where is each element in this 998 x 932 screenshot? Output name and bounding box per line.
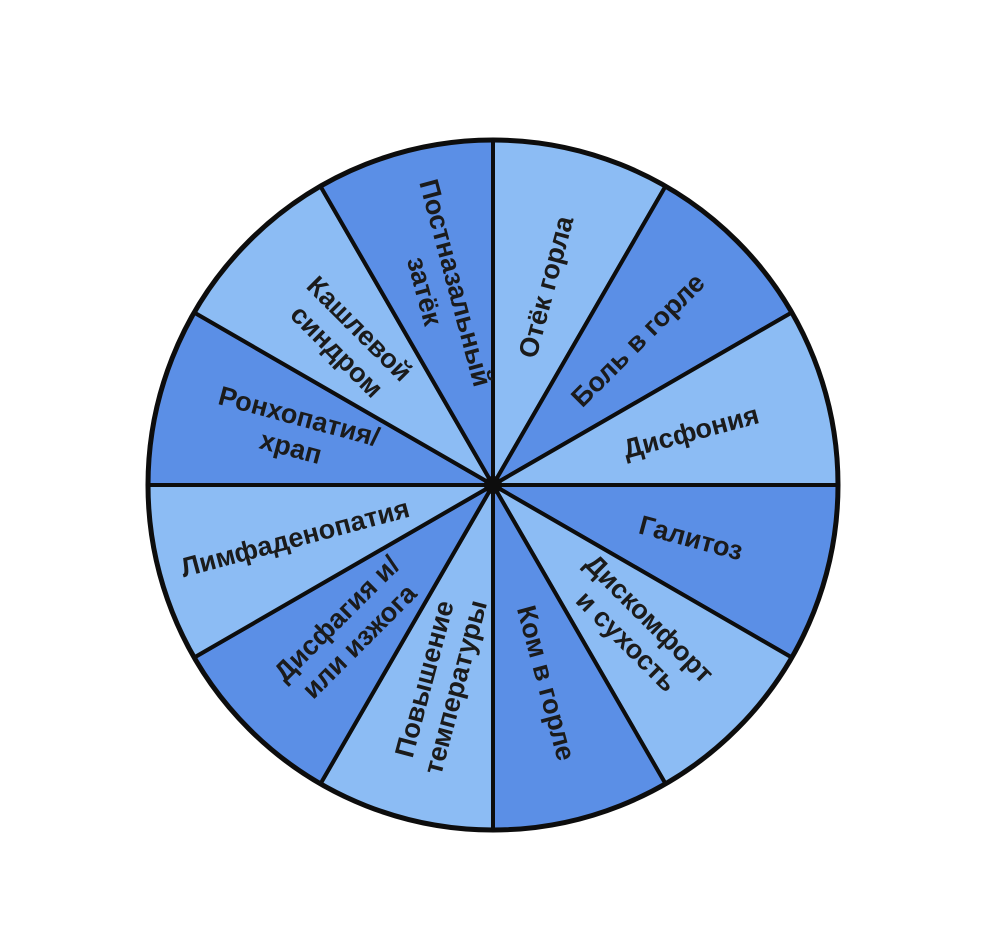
wheel-hub [484, 476, 502, 494]
wheel-outline [145, 137, 841, 833]
